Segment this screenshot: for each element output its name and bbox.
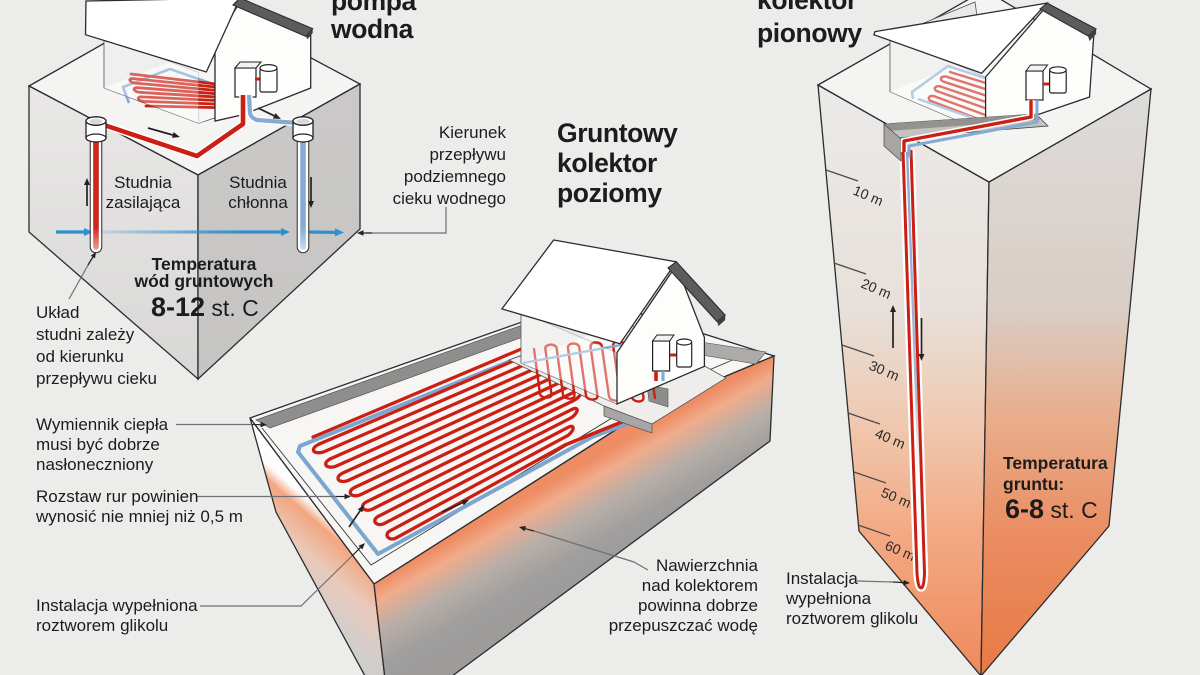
svg-text:6-8 st. C: 6-8 st. C xyxy=(1005,494,1098,524)
svg-text:kolektor: kolektor xyxy=(757,0,857,15)
svg-text:przepływu cieku: przepływu cieku xyxy=(36,369,157,388)
svg-text:Kierunek: Kierunek xyxy=(439,123,507,142)
svg-text:od kierunku: od kierunku xyxy=(36,347,124,366)
svg-text:kolektor: kolektor xyxy=(557,148,657,178)
svg-text:wód gruntowych: wód gruntowych xyxy=(133,271,273,291)
svg-text:8-12 st. C: 8-12 st. C xyxy=(151,292,259,322)
svg-text:Studnia: Studnia xyxy=(114,173,172,192)
svg-text:nasłoneczniony: nasłoneczniony xyxy=(36,455,154,474)
svg-text:Układ: Układ xyxy=(36,303,79,322)
svg-text:powinna dobrze: powinna dobrze xyxy=(638,596,758,615)
svg-text:zasilająca: zasilająca xyxy=(106,193,181,212)
svg-text:przepuszczać wodę: przepuszczać wodę xyxy=(609,616,758,635)
svg-text:podziemnego: podziemnego xyxy=(404,167,506,186)
svg-text:studni zależy: studni zależy xyxy=(36,325,135,344)
svg-text:Temperatura: Temperatura xyxy=(1003,453,1108,473)
svg-text:poziomy: poziomy xyxy=(557,178,662,208)
svg-text:Studnia: Studnia xyxy=(229,173,287,192)
svg-text:Gruntowy: Gruntowy xyxy=(557,118,678,148)
svg-text:pompa: pompa xyxy=(331,0,417,16)
svg-text:chłonna: chłonna xyxy=(228,193,288,212)
svg-text:Wymiennik ciepła: Wymiennik ciepła xyxy=(36,415,169,434)
svg-text:wypełniona: wypełniona xyxy=(785,589,872,608)
svg-text:gruntu:: gruntu: xyxy=(1003,474,1064,494)
svg-text:pionowy: pionowy xyxy=(757,18,862,48)
svg-text:Instalacja: Instalacja xyxy=(786,569,858,588)
svg-text:Rozstaw rur powinien: Rozstaw rur powinien xyxy=(36,487,199,506)
svg-text:Instalacja wypełniona: Instalacja wypełniona xyxy=(36,596,198,615)
svg-text:roztworem glikolu: roztworem glikolu xyxy=(786,609,918,628)
svg-text:Temperatura: Temperatura xyxy=(152,254,257,274)
svg-text:wynosić nie mniej niż 0,5 m: wynosić nie mniej niż 0,5 m xyxy=(35,507,243,526)
svg-text:nad kolektorem: nad kolektorem xyxy=(642,576,758,595)
svg-text:cieku wodnego: cieku wodnego xyxy=(393,189,506,208)
svg-text:wodna: wodna xyxy=(330,14,414,44)
svg-text:przepływu: przepływu xyxy=(429,145,506,164)
svg-text:musi być dobrze: musi być dobrze xyxy=(36,435,160,454)
svg-text:Nawierzchnia: Nawierzchnia xyxy=(656,556,759,575)
svg-text:roztworem glikolu: roztworem glikolu xyxy=(36,616,168,635)
